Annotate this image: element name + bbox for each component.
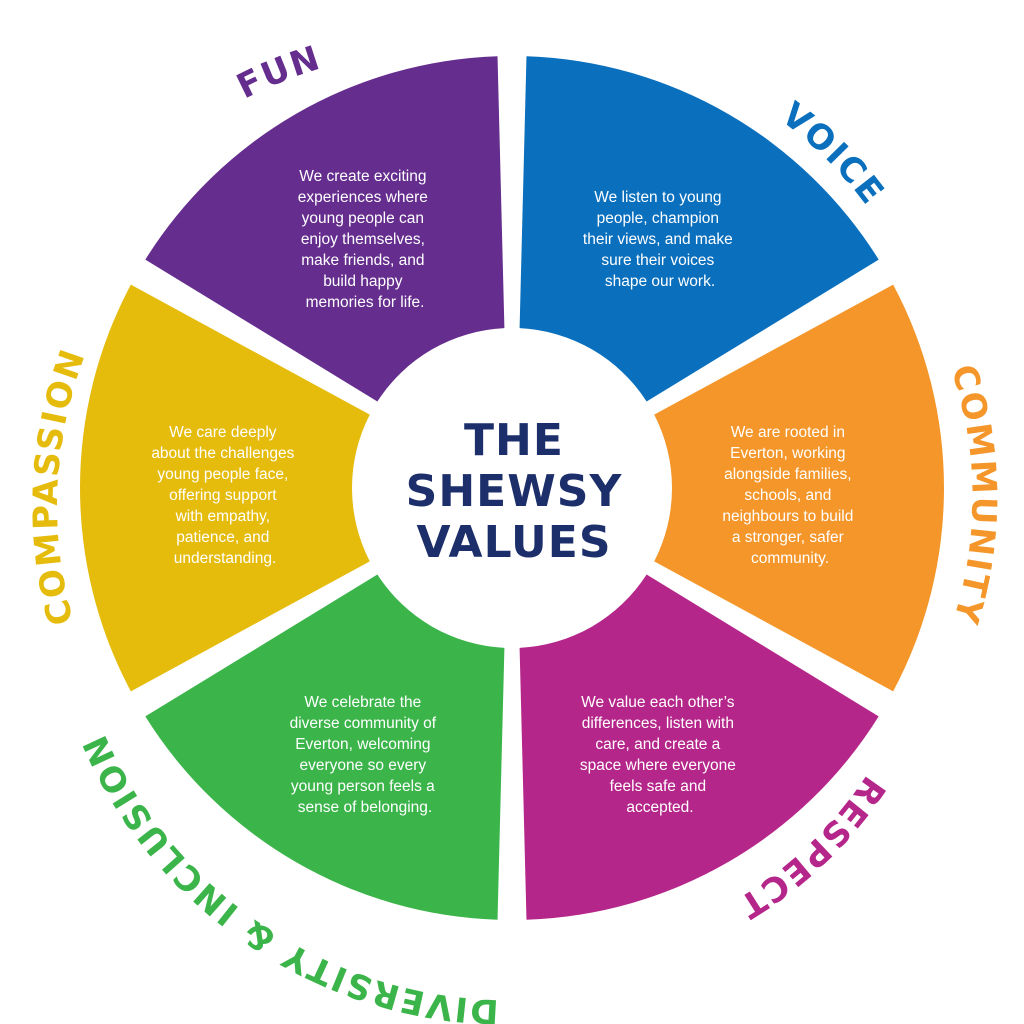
voice-description: We listen to young people, champion thei… [583, 189, 737, 290]
segment-diversity-inclusion [145, 574, 505, 920]
center-title-line-3: VALUES [416, 517, 611, 568]
diversity-inclusion-description: We celebrate the diverse community of Ev… [290, 694, 441, 816]
value-descriptions: We listen to young people, champion thei… [151, 168, 857, 816]
segment-compassion [79, 284, 370, 692]
segment-fun [145, 56, 505, 402]
center-circle [354, 330, 670, 646]
segment-community [654, 284, 944, 692]
segment-voice [519, 56, 879, 402]
wheel-segments [79, 56, 944, 920]
compassion-description: We care deeply about the challenges youn… [151, 424, 298, 567]
community-description: We are rooted in Everton, working alongs… [722, 424, 857, 567]
segment-respect [519, 574, 879, 920]
respect-description: We value each other’s differences, liste… [580, 694, 740, 816]
label-fun: FUN [231, 38, 326, 107]
center-title-line-2: SHEWSY [406, 466, 623, 517]
center-title: THE SHEWSY VALUES [406, 415, 623, 568]
fun-description: We create exciting experiences where you… [298, 168, 432, 311]
label-community: COMMUNITY [943, 360, 1004, 630]
center-title-line-1: THE [464, 415, 564, 466]
